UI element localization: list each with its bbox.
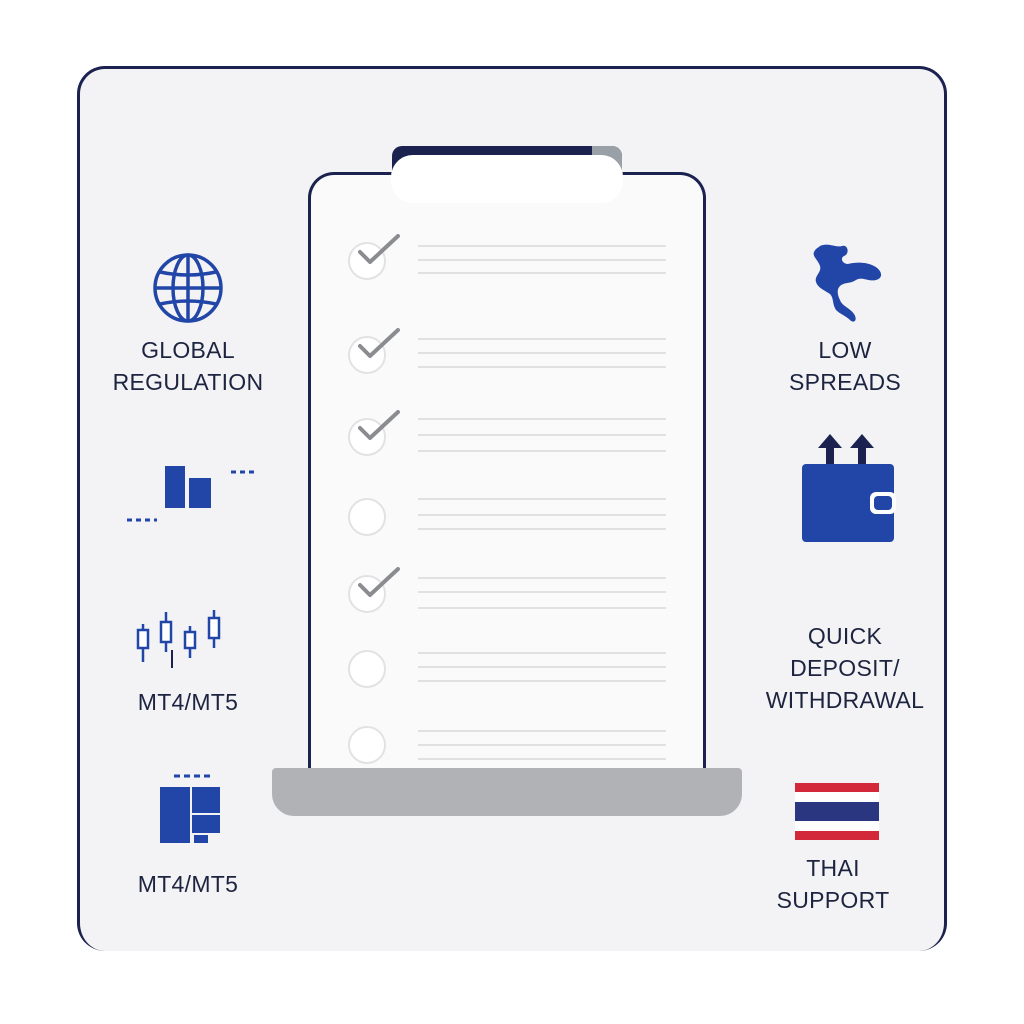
checklist-item <box>348 234 678 282</box>
wallet-arrows-icon <box>802 434 896 542</box>
globe-icon <box>153 253 223 323</box>
checklist-item <box>348 567 678 615</box>
checkmark-icon <box>358 234 400 264</box>
platform-panel-icon <box>160 774 220 843</box>
checkbox-circle <box>348 650 386 688</box>
checklist-item <box>348 650 678 690</box>
checklist-item <box>348 410 678 458</box>
checklist-item <box>348 328 678 376</box>
quick-deposit-label: QUICK DEPOSIT/ WITHDRAWAL <box>765 623 925 713</box>
checkmark-icon <box>358 410 400 440</box>
bar-steps-icon <box>127 466 257 522</box>
candlestick-icon <box>136 610 221 668</box>
checklist-item <box>348 498 678 538</box>
low-spreads-label: LOW SPREADS <box>788 337 902 395</box>
thailand-map-icon <box>813 244 882 322</box>
mt4-mt5-label: MT4/MT5 <box>137 871 239 897</box>
mt4-mt5-label: MT4/MT5 <box>137 689 239 715</box>
global-regulation-label: GLOBAL REGULATION <box>112 337 264 395</box>
thai-support-label: THAI SUPPORT <box>776 855 890 913</box>
checklist-item <box>348 726 678 766</box>
checkbox-circle <box>348 726 386 764</box>
checkmark-icon <box>358 328 400 358</box>
checkbox-circle <box>348 498 386 536</box>
clipboard-clip <box>391 155 623 203</box>
checkmark-icon <box>358 567 400 597</box>
clipboard-base <box>272 768 742 816</box>
thai-flag-icon <box>795 783 879 840</box>
